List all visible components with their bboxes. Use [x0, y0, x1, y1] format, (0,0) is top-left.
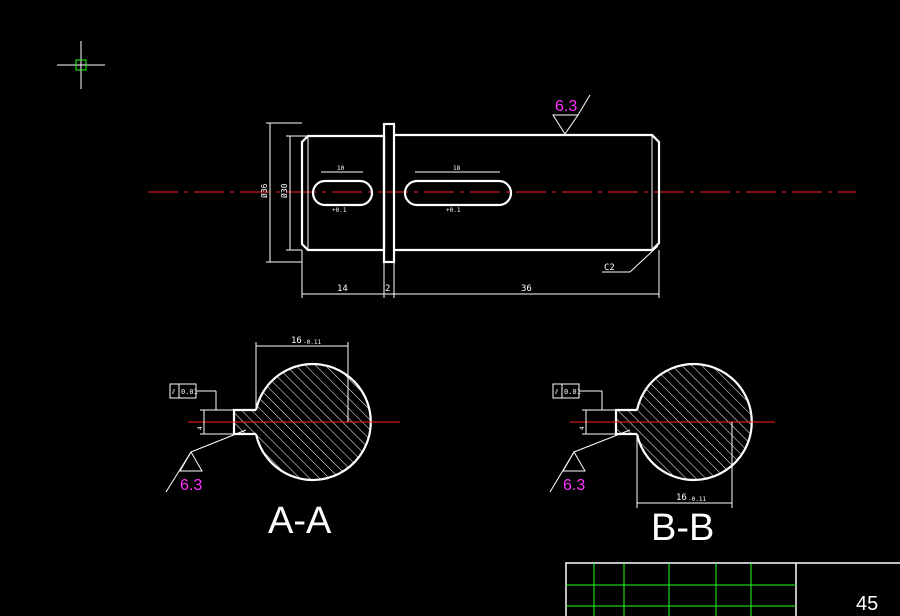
- svg-text:-0.11: -0.11: [303, 339, 321, 346]
- svg-text:4: 4: [579, 426, 586, 430]
- roughness-symbol-top: 6.3: [552, 94, 591, 135]
- keyway-left: [311, 179, 374, 207]
- shaft-right-section: [394, 133, 661, 252]
- dim-slot-left-length: 10: [337, 165, 345, 172]
- dim-diameter-36: Ø36: [259, 183, 269, 198]
- dim-length-2: 2: [385, 284, 390, 294]
- dim-chamfer: C2: [604, 263, 615, 273]
- section-b-view: 16 -0.11 4 ⫽ 0.01 6.3 B-B: [549, 362, 775, 549]
- dim-length-14: 14: [337, 284, 348, 294]
- section-a-width-dim: 16: [291, 336, 302, 346]
- section-a-label: A-A: [268, 500, 332, 542]
- shaft-collar: [382, 122, 396, 264]
- crosshair-cursor-icon: [57, 41, 105, 89]
- title-block: 45: [565, 562, 900, 616]
- section-a-tolerance: 0.01: [181, 388, 198, 396]
- section-b-label: B-B: [651, 507, 714, 549]
- dim-slot-right-tol: +0.1: [446, 207, 461, 214]
- shaft-front-view: Ø36 Ø30 10 18 +0.1 +0.1 14 2 36 C2 6.3: [148, 94, 856, 298]
- svg-text:-0.11: -0.11: [688, 496, 706, 503]
- dim-slot-right-length: 18: [453, 165, 461, 172]
- title-block-material: 45: [856, 593, 878, 615]
- dim-diameter-30: Ø30: [279, 183, 289, 198]
- svg-text:4: 4: [197, 426, 204, 430]
- section-b-width-dim: 16: [676, 493, 687, 503]
- section-b-roughness: 6.3: [563, 477, 585, 494]
- section-a-view: 16 -0.11 4 ⫽ 0.01 6.3 A-A: [165, 336, 400, 542]
- section-b-tolerance: 0.01: [564, 388, 581, 396]
- svg-text:6.3: 6.3: [555, 98, 577, 115]
- svg-text:⫽: ⫽: [171, 388, 176, 396]
- section-a-roughness: 6.3: [180, 477, 202, 494]
- dim-slot-left-tol: +0.1: [332, 207, 347, 214]
- svg-text:⫽: ⫽: [554, 388, 559, 396]
- keyway-right: [403, 179, 513, 207]
- dim-length-36: 36: [521, 284, 532, 294]
